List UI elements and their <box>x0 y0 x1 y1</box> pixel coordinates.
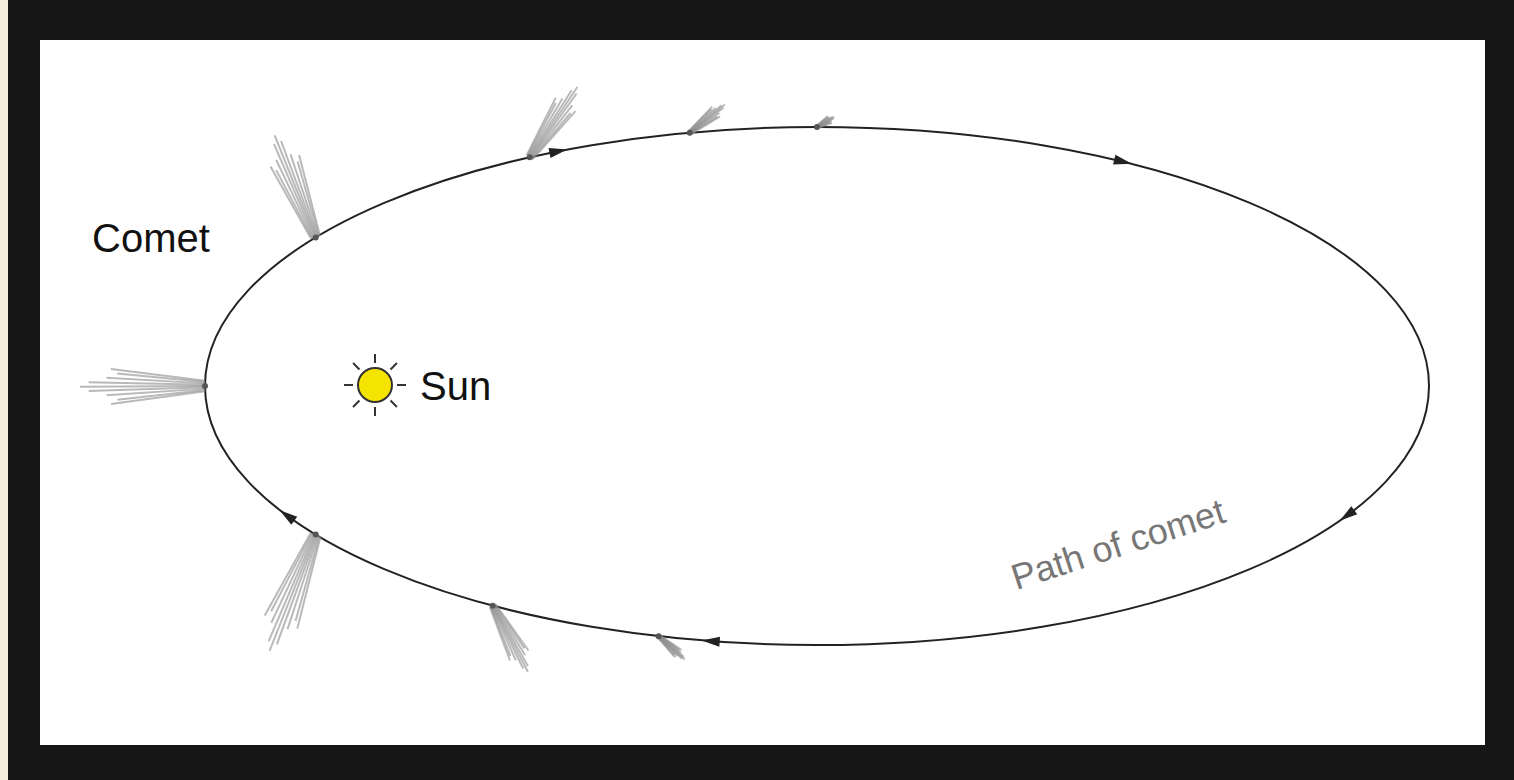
comet-tail <box>658 636 682 658</box>
comet-head <box>202 383 208 389</box>
panel <box>40 40 1485 745</box>
comet-tail <box>491 606 516 660</box>
sun-ray <box>353 401 359 407</box>
comet-tail <box>80 385 205 388</box>
sun-ray <box>344 384 353 386</box>
comet-tail <box>690 108 723 133</box>
comet-tail <box>493 605 527 666</box>
sun-ray <box>391 363 397 369</box>
comet-tail <box>691 116 720 134</box>
comet-tail <box>658 637 677 657</box>
sun-ray <box>374 354 376 363</box>
orbit-path <box>205 127 1429 645</box>
comet-tail <box>530 87 578 157</box>
comet-tail <box>533 111 576 159</box>
comet-head <box>313 234 319 240</box>
comet-tail <box>659 636 685 659</box>
direction-arrows <box>280 148 1357 647</box>
comet-tail <box>299 155 320 236</box>
direction-arrow <box>702 637 720 647</box>
sun-label: Sun <box>420 366 491 406</box>
comet-tail <box>275 135 316 237</box>
comet-tail <box>530 94 576 158</box>
comet-tail <box>271 534 313 623</box>
comet-head <box>814 124 820 130</box>
comet-tail <box>490 607 510 660</box>
comet-tail <box>493 606 528 672</box>
comet-tail <box>531 105 572 158</box>
sun-symbol <box>344 354 406 416</box>
comet-head <box>656 633 662 639</box>
comet-tail <box>492 606 523 668</box>
comet-tail <box>690 113 719 133</box>
comet-head <box>313 532 319 538</box>
comet-tails <box>80 87 834 672</box>
comet-tail <box>690 105 725 133</box>
direction-arrow <box>549 148 568 158</box>
sun-ray <box>353 363 359 369</box>
comet-head <box>490 603 496 609</box>
comet-tail <box>291 154 318 236</box>
sun-disc <box>358 368 392 402</box>
direction-arrow <box>1113 155 1132 165</box>
direction-arrow <box>280 510 297 525</box>
sun-ray <box>374 407 376 416</box>
comet-tail <box>271 533 312 611</box>
sun-ray <box>397 384 406 386</box>
comet-tail <box>298 162 319 237</box>
comet-tail <box>111 369 205 381</box>
comet-tail <box>532 113 571 159</box>
direction-arrow <box>1340 506 1357 521</box>
comet-tail <box>658 637 675 657</box>
sun-ray <box>391 401 397 407</box>
comet-tail <box>265 533 311 616</box>
comet-tail <box>89 387 205 391</box>
comet-head <box>687 130 693 136</box>
comet-head <box>527 154 533 160</box>
comet-tail <box>269 534 315 641</box>
comet-label: Comet <box>92 218 210 258</box>
